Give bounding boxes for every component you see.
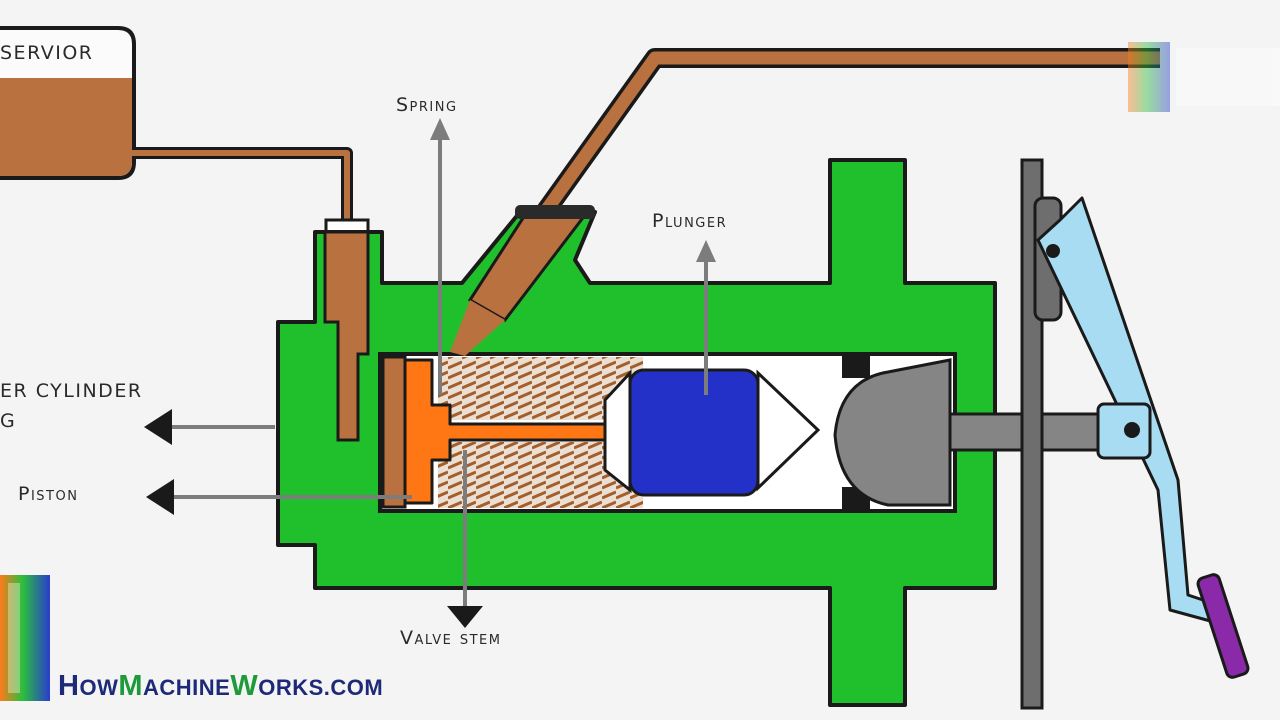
logo-icon xyxy=(0,575,50,701)
plunger-label: Plunger xyxy=(652,210,728,232)
plunger-arrowhead xyxy=(696,240,716,262)
brand-part-h: H xyxy=(58,670,80,702)
callout-arrows xyxy=(170,138,708,610)
brake-pedal xyxy=(1036,196,1250,679)
cylinder-label-line2: G xyxy=(0,410,17,432)
brand-part-w: W xyxy=(230,670,259,702)
spring-label: Spring xyxy=(396,94,458,116)
piston-arrowhead xyxy=(146,479,174,515)
reservoir-feed-pipe xyxy=(132,147,353,222)
reservoir-label: SERVIOR xyxy=(0,42,94,64)
reservoir xyxy=(0,26,136,180)
pedal-pad xyxy=(1196,573,1250,679)
cylinder-arrowhead xyxy=(144,409,172,445)
watermark-icon xyxy=(1128,42,1280,112)
seal-top xyxy=(842,356,870,378)
valve-stem-arrowhead xyxy=(447,606,483,628)
plunger xyxy=(603,368,821,497)
spring-arrowhead xyxy=(430,118,450,140)
valve-stem-label: Valve stem xyxy=(400,627,502,649)
cylinder-label-line1: ER CYLINDER xyxy=(0,380,143,402)
piston-label: Piston xyxy=(18,483,79,505)
inlet-passage xyxy=(323,230,370,442)
brand-part-ow: OW xyxy=(79,675,119,700)
brand-wordmark: HOWMACHINEWORKS.COM xyxy=(58,670,383,703)
brand-part-orks: ORKS.COM xyxy=(258,675,384,700)
brand-part-achine: ACHINE xyxy=(143,675,231,700)
brand-part-m: M xyxy=(118,670,144,702)
outlet-seal xyxy=(515,205,595,219)
